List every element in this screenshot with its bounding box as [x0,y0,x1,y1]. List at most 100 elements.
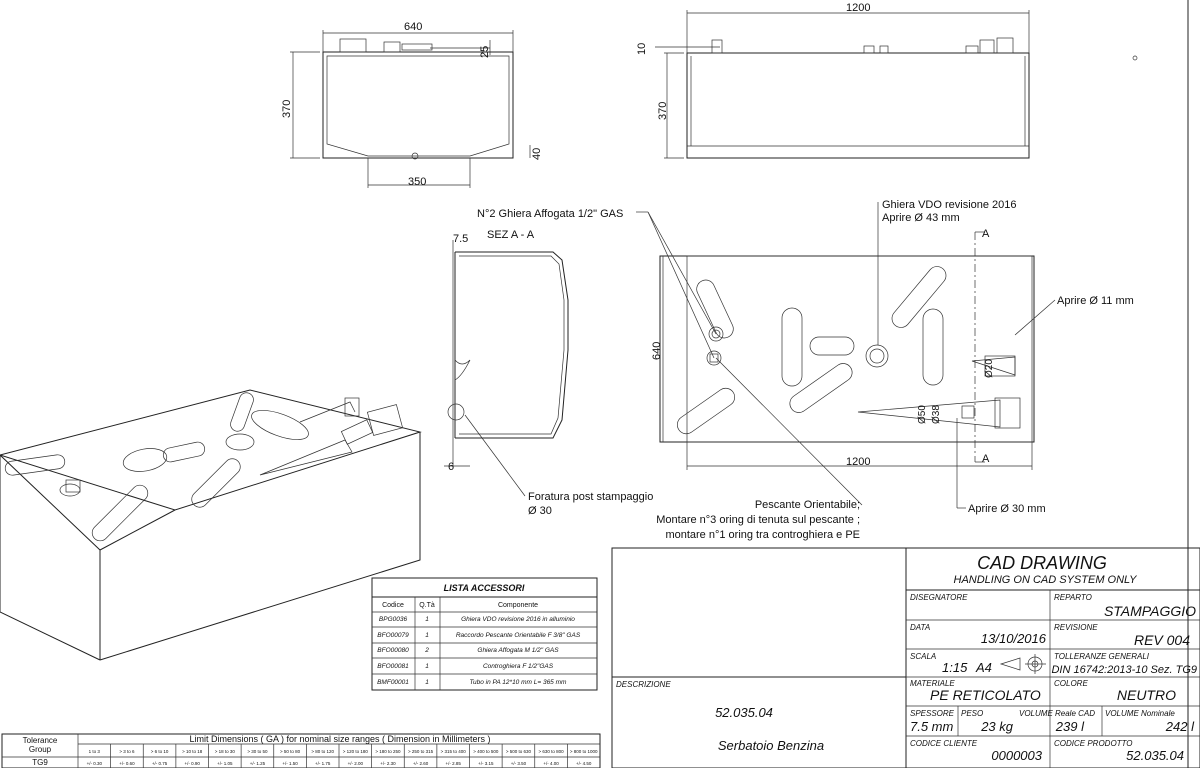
accessori-title: LISTA ACCESSORI [444,583,525,593]
accessori-cell: 1 [425,679,429,686]
cod-prodotto-value: 52.035.04 [1126,748,1184,763]
plan-view [659,231,1035,470]
peso-value: 23 kg [980,719,1014,734]
colore-value: NEUTRO [1117,687,1176,703]
isometric-view [0,389,422,661]
materiale-value: PE RETICOLATO [930,687,1041,703]
scala-label: SCALA [910,652,936,661]
cad-title: CAD DRAWING [977,553,1107,573]
spessore-label: SPESSORE [910,709,955,718]
formato-value: A4 [975,660,992,675]
tolleranze-label: TOLLERANZE GENERALI [1054,652,1150,661]
accessori-cell: BFO00080 [377,647,409,654]
vol-reale-value: 239 l [1055,719,1085,734]
dim-d38: Ø38 [931,405,942,424]
dim-d20: Ø20 [984,359,995,378]
tolerance-value: +/- 2.00 [348,761,364,766]
dim-350: 350 [408,176,426,188]
tolerance-value: +/- 1.05 [217,761,233,766]
tolerance-range: > 18 to 30 [215,749,236,754]
tol-group-label-2: Group [29,745,52,754]
tolerance-value: +/- 0.60 [119,761,135,766]
accessori-header-componente: Componente [498,602,538,609]
vol-nom-value: 242 l [1165,719,1195,734]
dim-370-left: 370 [281,100,293,118]
tolerance-value: +/- 1.75 [315,761,331,766]
accessori-cell: 2 [424,647,429,654]
accessori-cell: 1 [425,663,429,670]
data-label: DATA [910,623,930,632]
cod-cliente-label: CODICE CLIENTE [910,739,978,748]
tolerance-range: > 50 to 80 [280,749,301,754]
leader-lines [464,202,1056,509]
accessori-cell: BFO00081 [377,663,409,670]
dim-6: 6 [448,461,454,473]
accessori-cell: Ghiera Affogata M 1/2" GAS [477,647,559,654]
ghiera-vdo-note-2: Aprire Ø 43 mm [882,212,960,224]
scala-value: 1:15 [942,660,968,675]
tolerance-range: > 500 to 630 [506,749,532,754]
pescante-note-1: Pescante Orientabile; [755,499,860,511]
peso-label: PESO [961,709,983,718]
dim-40: 40 [531,148,543,160]
tolerance-value: +/- 0.30 [87,761,103,766]
tolerance-range: > 80 to 120 [311,749,334,754]
tolerance-range: > 250 to 315 [408,749,434,754]
dim-d50: Ø50 [917,405,928,424]
pescante-note-3: montare n°1 oring tra controghiera e PE [665,529,860,541]
tolerance-range: > 400 to 500 [473,749,499,754]
disegnatore-label: DISEGNATORE [910,593,968,602]
accessori-table [371,577,598,691]
tolerance-cells: 1 to 3+/- 0.30> 3 to 6+/- 0.60> 6 to 10+… [87,744,598,768]
dim-10: 10 [636,43,648,55]
section-a-bottom: A [982,453,990,465]
aprire-30-note: Aprire Ø 30 mm [968,503,1046,515]
accessori-header-qta: Q.Tà [419,602,435,609]
pescante-note-2: Montare n°3 oring di tenuta sul pescante… [656,514,860,526]
accessori-cell: BMF00001 [377,679,409,686]
reparto-value: STAMPAGGIO [1104,603,1196,619]
tolerance-range: > 6 to 10 [151,749,169,754]
revisione-label: REVISIONE [1054,623,1098,632]
dim-7-5: 7.5 [453,233,468,245]
vol-reale-label: VOLUME Reale CAD [1019,709,1095,718]
descrizione-code: 52.035.04 [715,705,773,720]
accessori-cell: BPG0036 [379,616,408,623]
descrizione-label: DESCRIZIONE [616,680,671,689]
tolerance-range: > 120 to 180 [343,749,369,754]
dim-1200-top: 1200 [846,2,870,14]
tolerance-value: +/- 2.30 [380,761,396,766]
title-block [611,547,1200,768]
cod-cliente-value: 0000003 [991,748,1042,763]
tolerance-value: +/- 4.50 [576,761,592,766]
tolerance-range: > 30 to 50 [247,749,268,754]
tolerance-value: +/- 1.50 [282,761,298,766]
accessori-header-codice: Codice [382,602,404,609]
tolerance-range: > 315 to 400 [441,749,467,754]
accessori-rows: BPG0036 1 Ghiera VDO revisione 2016 in all… [377,616,581,686]
foratura-note-1: Foratura post stampaggio [528,491,653,503]
aprire-11-note: Aprire Ø 11 mm [1057,295,1134,307]
front-view [655,10,1138,159]
accessori-cell: 1 [425,616,429,623]
tolerance-value: +/- 4.00 [543,761,559,766]
section-a-top: A [982,228,990,240]
accessori-cell: Tubo in PA 12*10 mm L= 365 mm [470,679,567,686]
sez-aa-label: SEZ A - A [487,229,535,241]
tolerance-range: > 630 to 800 [538,749,564,754]
reparto-label: REPARTO [1054,593,1092,602]
accessori-cell: Ghiera VDO revisione 2016 in alluminio [461,616,575,623]
tolerance-value: +/- 2.85 [445,761,461,766]
dim-640-plan: 640 [651,342,663,360]
tolerance-value: +/- 0.75 [152,761,168,766]
spessore-value: 7.5 mm [910,719,954,734]
tolerance-value: +/- 3.15 [478,761,494,766]
colore-label: COLORE [1054,679,1088,688]
foratura-note-2: Ø 30 [528,505,552,517]
tolerance-value: +/- 0.90 [184,761,200,766]
accessori-cell: Raccordo Pescante Orientabile F 3/8" GAS [456,632,581,639]
tolerance-range: > 800 to 1000 [570,749,598,754]
materiale-label: MATERIALE [910,679,955,688]
side-view [290,30,531,188]
